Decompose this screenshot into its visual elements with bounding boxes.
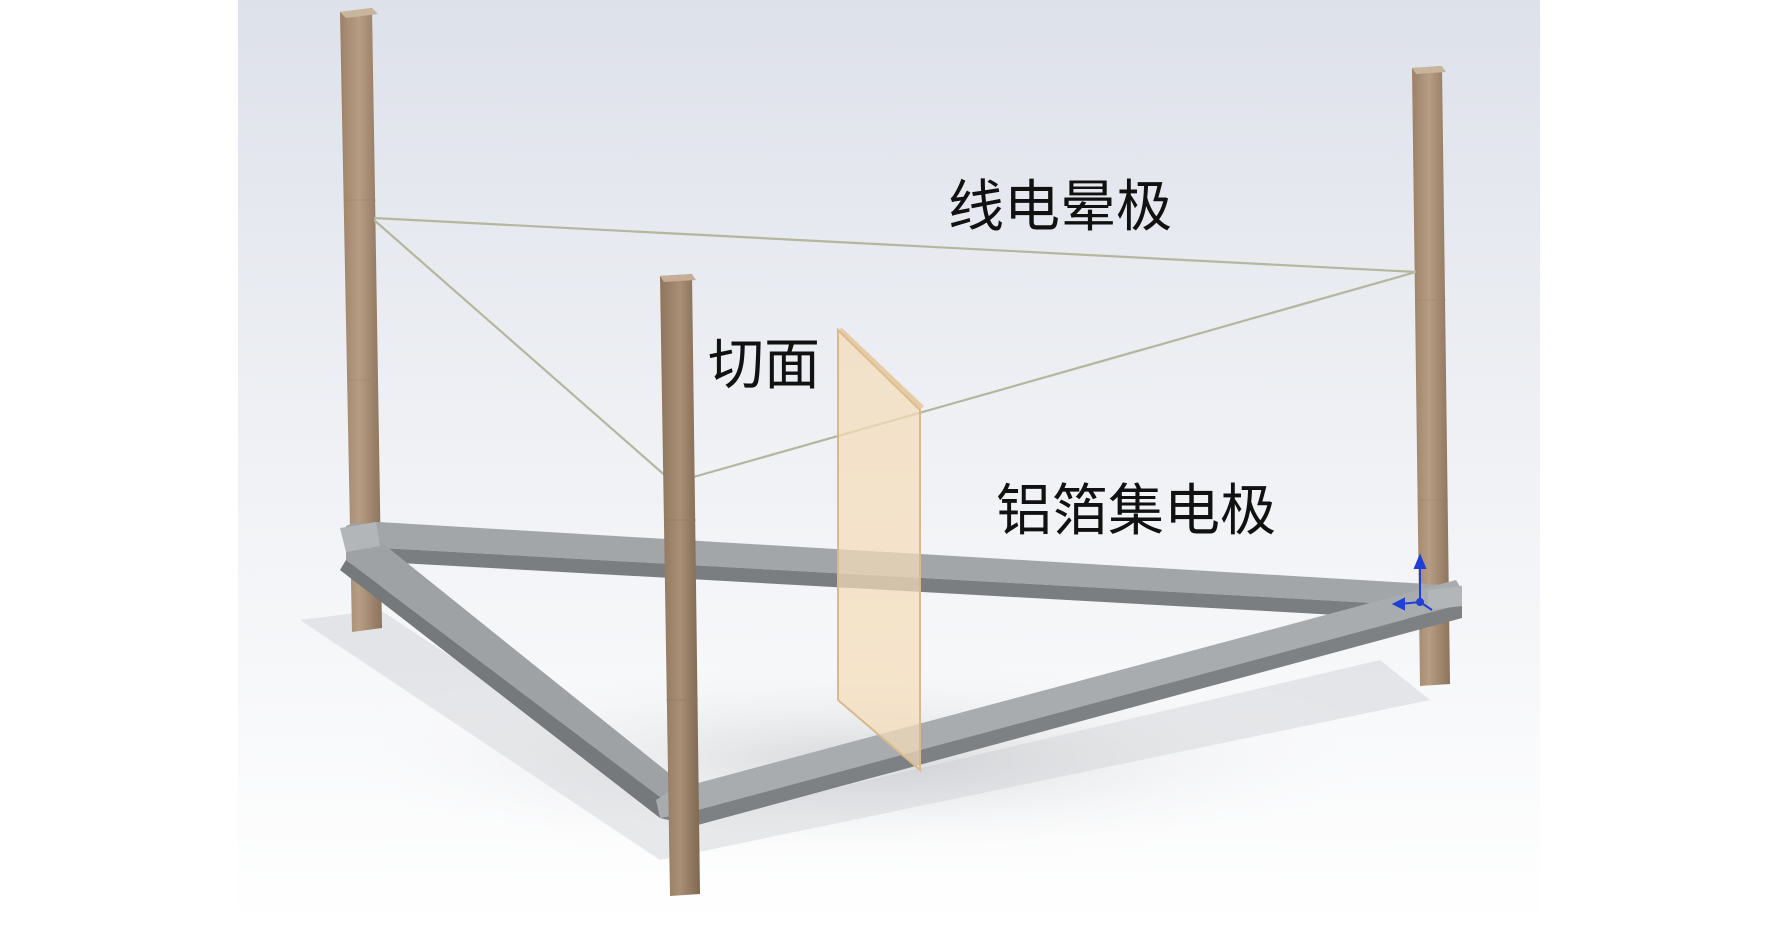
corona-wire: [373, 216, 1417, 480]
section-plane: [837, 327, 924, 773]
coordinate-triad-icon: [1391, 553, 1433, 611]
post-front: [660, 274, 700, 896]
post-back-left: [340, 8, 382, 632]
label-corona-wire: 线电晕极: [948, 175, 1172, 240]
post-back-right: [1412, 66, 1450, 686]
label-collector: 铝箔集电极: [996, 479, 1276, 544]
label-section-plane: 切面: [708, 333, 820, 398]
